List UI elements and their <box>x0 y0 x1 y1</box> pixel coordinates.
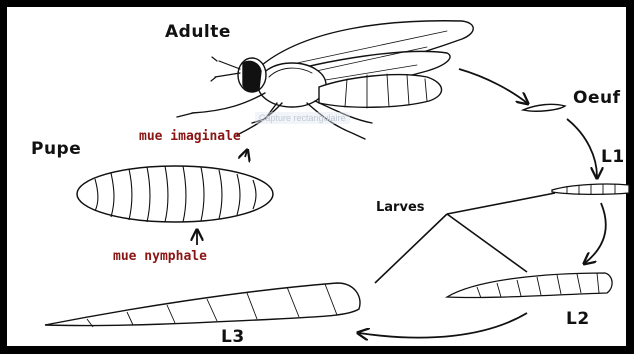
arrow-egg-to-l1 <box>567 119 597 177</box>
watermark-overlay: Capture rectangulaire <box>255 112 350 124</box>
larva-l1-drawing <box>552 184 629 195</box>
arrow-l1-to-l2 <box>585 203 606 263</box>
arrow-pupa-to-adult <box>245 151 247 157</box>
label-molt-imaginal: mue imaginale <box>139 129 241 144</box>
label-egg: Oeuf <box>573 88 620 108</box>
label-pupa: Pupe <box>31 139 81 159</box>
label-l3: L3 <box>221 327 245 347</box>
larva-l2-drawing <box>447 273 612 298</box>
label-molt-nymphal: mue nymphale <box>113 249 207 264</box>
label-larvae: Larves <box>376 200 425 215</box>
egg-drawing <box>523 104 565 111</box>
label-l1: L1 <box>601 147 625 167</box>
larva-l3-drawing <box>45 283 360 327</box>
label-adult: Adulte <box>165 22 231 42</box>
life-cycle-illustration <box>7 7 634 361</box>
arrow-adult-to-egg <box>459 69 527 103</box>
arrow-l2-to-l3 <box>359 313 527 338</box>
label-l2: L2 <box>566 309 590 329</box>
pupa-drawing <box>77 166 273 222</box>
